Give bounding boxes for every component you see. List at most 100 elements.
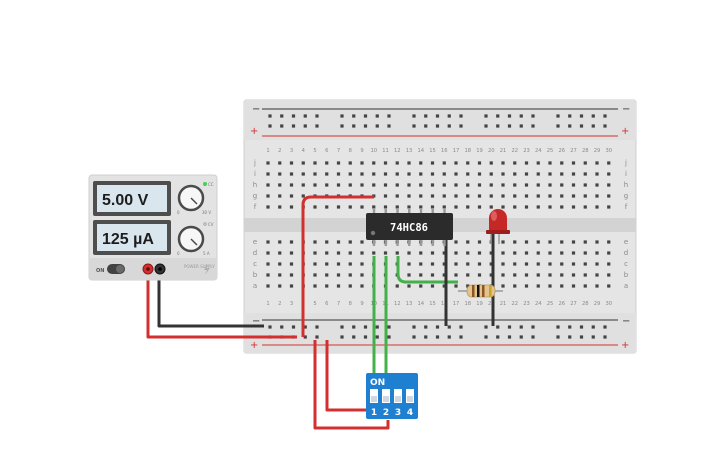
breadboard-hole[interactable]: [266, 172, 270, 176]
breadboard-hole[interactable]: [325, 262, 329, 266]
breadboard-hole[interactable]: [466, 183, 470, 187]
breadboard-hole[interactable]: [548, 205, 552, 209]
breadboard-hole[interactable]: [419, 194, 423, 198]
breadboard-hole[interactable]: [315, 114, 319, 118]
breadboard-holes[interactable]: [266, 114, 611, 339]
breadboard-hole[interactable]: [548, 251, 552, 255]
breadboard-hole[interactable]: [360, 183, 364, 187]
breadboard-hole[interactable]: [560, 194, 564, 198]
breadboard-hole[interactable]: [280, 124, 284, 128]
breadboard-hole[interactable]: [435, 114, 440, 118]
breadboard-hole[interactable]: [336, 183, 341, 187]
breadboard-hole[interactable]: [548, 161, 552, 165]
breadboard-hole[interactable]: [348, 183, 352, 187]
breadboard-hole[interactable]: [303, 325, 307, 329]
breadboard-hole[interactable]: [266, 284, 270, 288]
breadboard-hole[interactable]: [383, 161, 388, 165]
breadboard-hole[interactable]: [278, 205, 282, 209]
breadboard-hole[interactable]: [424, 325, 428, 329]
breadboard-hole[interactable]: [360, 273, 364, 277]
breadboard-hole[interactable]: [524, 161, 529, 165]
breadboard-hole[interactable]: [607, 161, 611, 165]
breadboard-hole[interactable]: [313, 273, 317, 277]
breadboard-hole[interactable]: [548, 240, 552, 244]
breadboard-hole[interactable]: [395, 284, 399, 288]
breadboard-hole[interactable]: [583, 251, 587, 255]
breadboard-hole[interactable]: [466, 273, 470, 277]
breadboard-hole[interactable]: [496, 124, 500, 128]
breadboard-hole[interactable]: [603, 325, 607, 329]
breadboard-hole[interactable]: [560, 205, 564, 209]
breadboard-hole[interactable]: [419, 161, 423, 165]
breadboard-hole[interactable]: [571, 183, 576, 187]
breadboard-hole[interactable]: [313, 172, 317, 176]
breadboard-hole[interactable]: [501, 183, 505, 187]
breadboard-hole[interactable]: [336, 262, 341, 266]
breadboard-hole[interactable]: [407, 205, 411, 209]
breadboard-hole[interactable]: [556, 114, 560, 118]
breadboard-hole[interactable]: [513, 172, 517, 176]
breadboard-hole[interactable]: [442, 284, 446, 288]
breadboard-hole[interactable]: [387, 325, 391, 329]
breadboard-hole[interactable]: [501, 161, 505, 165]
breadboard-hole[interactable]: [466, 194, 470, 198]
breadboard-hole[interactable]: [266, 194, 270, 198]
breadboard-hole[interactable]: [477, 183, 482, 187]
breadboard-hole[interactable]: [360, 262, 364, 266]
breadboard-hole[interactable]: [387, 124, 391, 128]
breadboard-hole[interactable]: [407, 183, 411, 187]
breadboard-hole[interactable]: [387, 114, 391, 118]
breadboard-hole[interactable]: [325, 161, 329, 165]
breadboard-hole[interactable]: [496, 335, 500, 339]
breadboard-hole[interactable]: [607, 273, 611, 277]
breadboard-hole[interactable]: [536, 194, 540, 198]
breadboard-hole[interactable]: [435, 335, 440, 339]
breadboard-hole[interactable]: [412, 335, 416, 339]
breadboard-hole[interactable]: [571, 205, 576, 209]
breadboard-hole[interactable]: [278, 161, 282, 165]
breadboard-hole[interactable]: [454, 172, 458, 176]
breadboard-hole[interactable]: [407, 194, 411, 198]
breadboard-hole[interactable]: [278, 183, 282, 187]
breadboard-hole[interactable]: [430, 205, 435, 209]
breadboard-hole[interactable]: [477, 205, 482, 209]
breadboard-hole[interactable]: [466, 284, 470, 288]
breadboard-hole[interactable]: [531, 114, 535, 118]
breadboard-hole[interactable]: [419, 172, 423, 176]
breadboard-hole[interactable]: [291, 114, 296, 118]
breadboard-hole[interactable]: [513, 284, 517, 288]
breadboard-hole[interactable]: [595, 284, 599, 288]
breadboard-hole[interactable]: [524, 273, 529, 277]
breadboard-hole[interactable]: [419, 251, 423, 255]
breadboard-hole[interactable]: [519, 114, 523, 118]
breadboard-hole[interactable]: [459, 335, 463, 339]
breadboard-hole[interactable]: [603, 335, 607, 339]
breadboard-hole[interactable]: [536, 205, 540, 209]
breadboard-hole[interactable]: [595, 273, 599, 277]
breadboard-hole[interactable]: [489, 251, 493, 255]
breadboard-hole[interactable]: [583, 183, 587, 187]
breadboard-hole[interactable]: [372, 251, 376, 255]
breadboard-hole[interactable]: [435, 124, 440, 128]
breadboard-hole[interactable]: [372, 161, 376, 165]
breadboard-hole[interactable]: [454, 251, 458, 255]
breadboard-hole[interactable]: [595, 205, 599, 209]
breadboard-hole[interactable]: [447, 114, 451, 118]
breadboard-hole[interactable]: [325, 172, 329, 176]
breadboard-hole[interactable]: [313, 205, 317, 209]
breadboard-hole[interactable]: [336, 161, 341, 165]
breadboard-hole[interactable]: [583, 273, 587, 277]
wire-dip-power-2[interactable]: [325, 340, 372, 412]
breadboard-hole[interactable]: [266, 240, 270, 244]
breadboard-hole[interactable]: [501, 262, 505, 266]
breadboard-hole[interactable]: [536, 251, 540, 255]
breadboard-hole[interactable]: [548, 172, 552, 176]
breadboard-hole[interactable]: [524, 284, 529, 288]
breadboard-hole[interactable]: [315, 124, 319, 128]
breadboard-hole[interactable]: [524, 240, 529, 244]
breadboard-hole[interactable]: [447, 325, 451, 329]
breadboard-hole[interactable]: [407, 284, 411, 288]
breadboard-hole[interactable]: [442, 273, 446, 277]
breadboard-hole[interactable]: [430, 284, 435, 288]
breadboard-hole[interactable]: [348, 273, 352, 277]
